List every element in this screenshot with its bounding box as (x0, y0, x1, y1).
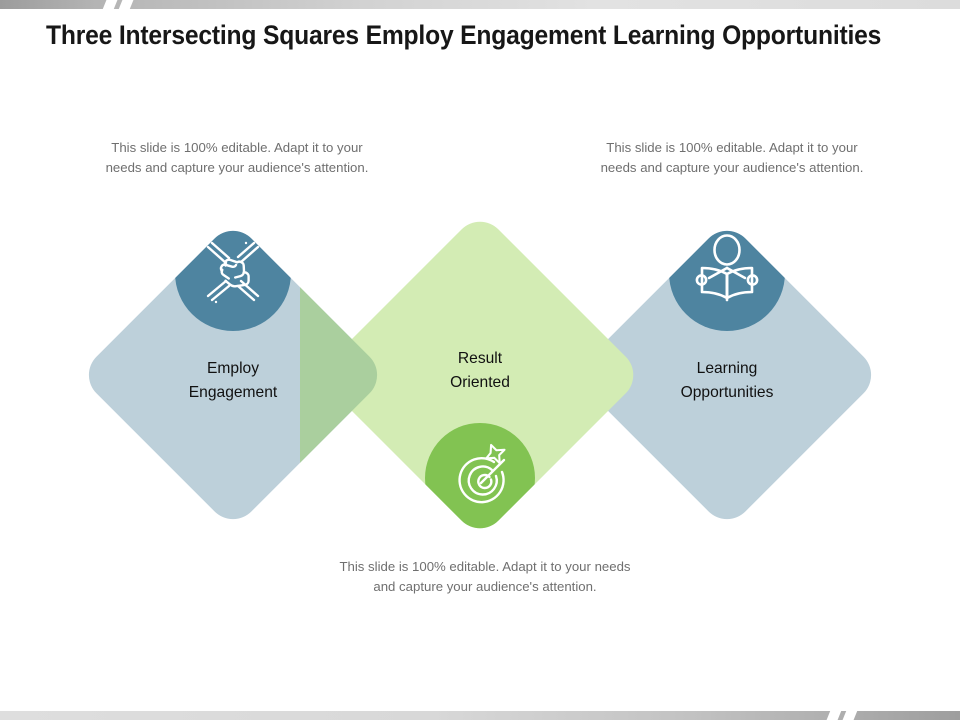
caption-bottom: This slide is 100% editable. Adapt it to… (339, 559, 631, 594)
caption-left: This slide is 100% editable. Adapt it to… (105, 140, 369, 175)
diamond-label-line1: Learning (697, 360, 758, 377)
diamond-label-line2: Oriented (450, 374, 510, 391)
diamond-label-line2: Opportunities (681, 384, 774, 401)
badge-circle-left (175, 220, 291, 331)
page-title: Three Intersecting Squares Employ Engage… (46, 20, 882, 50)
diamond-label-line2: Engagement (189, 384, 278, 401)
teamwork-hands-icon (206, 241, 260, 304)
caption-right: This slide is 100% editable. Adapt it to… (600, 140, 864, 175)
diamond-label-line1: Result (458, 350, 503, 367)
bottom-decorative-bar (0, 704, 960, 724)
person-reading-book-icon (695, 234, 759, 302)
diamond-shape-center (326, 221, 634, 529)
diamond-shape-right (582, 230, 872, 520)
target-arrow-icon (458, 443, 506, 504)
diamond-label-line1: Employ (207, 360, 259, 377)
top-decorative-bar (0, 0, 960, 16)
